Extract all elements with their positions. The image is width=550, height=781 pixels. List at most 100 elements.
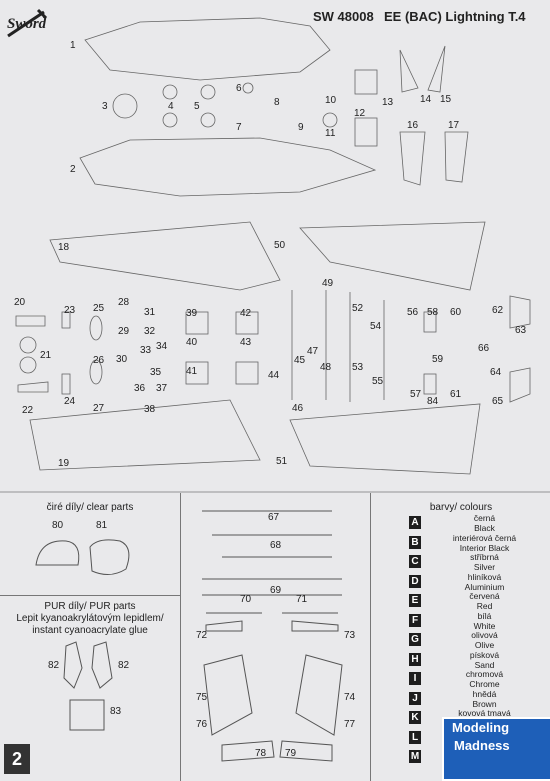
part-number: 5 — [194, 101, 200, 112]
wheel-3 — [112, 93, 138, 119]
colour-letter: C — [409, 555, 421, 568]
section-divider — [0, 595, 180, 596]
brand-text: Sword — [7, 16, 47, 32]
colour-name-en: Chrome — [469, 679, 500, 689]
part-number: 74 — [344, 692, 356, 703]
part-number: 70 — [240, 594, 252, 605]
part-number: 53 — [352, 362, 364, 373]
part-number: 68 — [270, 540, 282, 551]
part-number: 81 — [96, 520, 108, 531]
part-number: 66 — [478, 343, 490, 354]
part-number: 65 — [492, 396, 504, 407]
part-number: 31 — [144, 307, 156, 318]
part-number: 62 — [492, 305, 504, 316]
part-number: 28 — [118, 297, 130, 308]
part-number: 79 — [285, 748, 297, 759]
part-number: 64 — [490, 367, 502, 378]
part-number: 58 — [427, 307, 439, 318]
colour-name-cz: interiérová černá — [452, 532, 517, 543]
colour-name-en: White — [473, 620, 496, 631]
part-number: 46 — [292, 403, 304, 414]
part-number: 72 — [196, 630, 208, 641]
colour-name-cz: olivová — [471, 630, 498, 640]
part-number: 29 — [118, 326, 130, 337]
part-number: 45 — [294, 355, 306, 366]
kit-title: EE (BAC) Lightning T.4 — [384, 9, 526, 24]
colour-name-cz: bílá — [477, 610, 492, 621]
colour-name-en: Red — [476, 601, 493, 611]
part-number: 42 — [240, 308, 252, 319]
part-number: 26 — [93, 355, 105, 366]
part-number: 37 — [156, 383, 168, 394]
colour-item: L — [407, 728, 547, 749]
clear-parts-drawing — [35, 539, 130, 575]
page-number-badge: 2 — [4, 744, 30, 774]
colour-name-en: Interior Black — [459, 542, 510, 553]
pur-parts-drawing — [63, 641, 113, 731]
part-number: 9 — [298, 122, 304, 133]
colour-letter: M — [409, 750, 421, 763]
part-number: 17 — [448, 120, 460, 131]
part-number: 54 — [370, 321, 382, 332]
part-number: 15 — [440, 94, 452, 105]
part-number: 12 — [354, 108, 366, 119]
pur-parts-title: PUR díly/ PUR parts — [44, 601, 136, 612]
part-number: 47 — [307, 346, 319, 357]
part-number: 82 — [48, 660, 60, 671]
colour-letter: D — [409, 574, 421, 588]
colour-name-cz: hliníková — [467, 571, 502, 582]
part-number: 32 — [144, 326, 156, 337]
colour-name-en: Aluminium — [464, 581, 505, 592]
colour-name-cz: červená — [469, 591, 500, 601]
part-number: 36 — [134, 383, 146, 394]
part-number: 83 — [110, 706, 122, 717]
part-number: 67 — [268, 512, 280, 523]
part-number: 35 — [150, 367, 162, 378]
watermark-logo — [442, 717, 550, 781]
part-number: 76 — [196, 719, 208, 730]
colour-name-en: Olive — [474, 640, 495, 650]
colour-name-cz: hnědá — [472, 688, 497, 699]
colour-letter: J — [409, 691, 421, 705]
colour-name-en: Silver — [473, 562, 496, 572]
colour-letter: B — [409, 535, 421, 549]
watermark-line2: Madness — [454, 738, 510, 753]
part-number: 48 — [320, 362, 332, 373]
sword-logo: Sword — [4, 6, 48, 44]
part-number: 60 — [450, 307, 462, 318]
part-number: 44 — [268, 370, 280, 381]
section-divider — [370, 493, 371, 781]
part-number: 6 — [236, 83, 242, 94]
colour-name-cz: chromová — [465, 669, 504, 679]
part-number: 43 — [240, 337, 252, 348]
part-number: 1 — [70, 40, 76, 51]
part-number: 41 — [186, 366, 198, 377]
part-number: 21 — [40, 350, 52, 361]
fuselage-half-1 — [84, 17, 331, 81]
pur-parts-note-en: instant cyanoacrylate glue — [32, 625, 148, 636]
colour-name-cz: černá — [473, 513, 496, 523]
part-number: 78 — [255, 748, 267, 759]
part-number: 18 — [58, 242, 70, 253]
part-number: 73 — [344, 630, 356, 641]
part-number: 55 — [372, 376, 384, 387]
kit-code: SW 48008 — [313, 9, 374, 24]
colour-letter: F — [409, 613, 421, 627]
part-number: 40 — [186, 337, 198, 348]
colour-name-cz: stříbrná — [470, 552, 499, 562]
part-number: 63 — [515, 325, 527, 336]
part-number: 69 — [270, 585, 282, 596]
part-number: 24 — [64, 396, 76, 407]
part-number: 77 — [344, 719, 356, 730]
colour-name-en: Brown — [472, 698, 497, 709]
colour-letter: G — [409, 633, 421, 646]
colour-letter: A — [409, 516, 421, 529]
